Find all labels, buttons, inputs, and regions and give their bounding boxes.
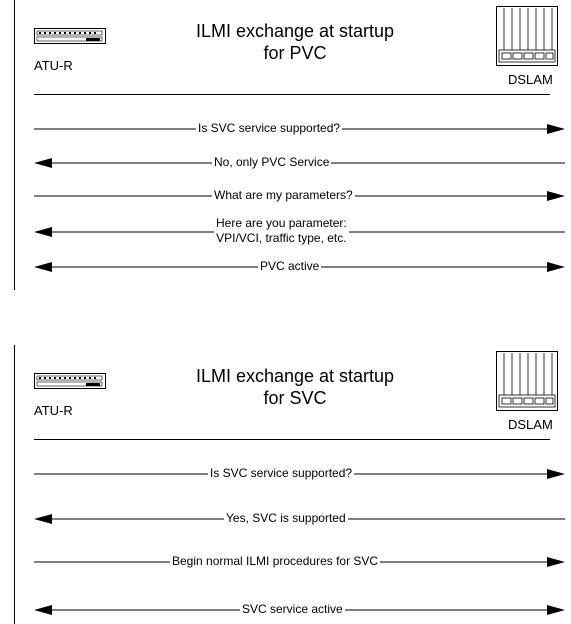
pvc-arrows: [34, 124, 565, 272]
arrowhead-right: [547, 262, 565, 272]
message-label: Begin normal ILMI procedures for SVC: [170, 554, 381, 569]
header-divider: [34, 94, 550, 95]
dslam-label: DSLAM: [508, 72, 553, 87]
arrowhead-left: [34, 605, 52, 615]
arrowhead-left: [34, 262, 52, 272]
panel-border-left: [14, 345, 15, 624]
pvc-title-line2: for PVC: [263, 43, 327, 63]
modem-icon: [34, 373, 106, 389]
arrowhead-right: [547, 469, 565, 479]
dslam-label: DSLAM: [508, 417, 553, 432]
arrowhead-right: [547, 191, 565, 201]
svc-title: ILMI exchange at startup for SVC: [150, 365, 440, 409]
message-line: Here are you parameter:: [216, 216, 347, 230]
arrowhead-right: [547, 557, 565, 567]
message-label-multiline: Here are you parameter: VPI/VCI, traffic…: [214, 216, 349, 246]
atu-r-label: ATU-R: [34, 58, 73, 73]
pvc-panel: ATU-R ILMI exchange at startup for PVC D…: [0, 0, 571, 295]
arrowhead-left: [34, 227, 52, 237]
message-line: VPI/VCI, traffic type, etc.: [216, 231, 347, 245]
message-label: PVC active: [258, 259, 322, 274]
dslam-rack-icon: [496, 351, 558, 411]
atu-r-label: ATU-R: [34, 403, 73, 418]
arrowhead-right: [547, 605, 565, 615]
message-label: Is SVC service supported?: [208, 466, 355, 481]
header-divider: [34, 439, 550, 440]
dslam-rack-icon: [496, 6, 558, 66]
svc-panel: ATU-R ILMI exchange at startup for SVC D…: [0, 345, 571, 624]
pvc-title-line1: ILMI exchange at startup: [195, 21, 395, 41]
pvc-title: ILMI exchange at startup for PVC: [150, 20, 440, 64]
svc-title-line1: ILMI exchange at startup: [195, 366, 395, 386]
arrowhead-left: [34, 158, 52, 168]
message-label: Is SVC service supported?: [196, 121, 343, 136]
message-label: Yes, SVC is supported: [224, 511, 348, 526]
svc-title-line2: for SVC: [263, 388, 327, 408]
arrowhead-right: [547, 124, 565, 134]
modem-icon: [34, 28, 106, 44]
svc-arrows: [34, 469, 565, 615]
arrowhead-left: [34, 514, 52, 524]
message-label: What are my parameters?: [212, 188, 355, 203]
message-label: SVC service active: [240, 602, 345, 617]
panel-border-left: [14, 0, 15, 290]
message-label: No, only PVC Service: [212, 155, 332, 170]
